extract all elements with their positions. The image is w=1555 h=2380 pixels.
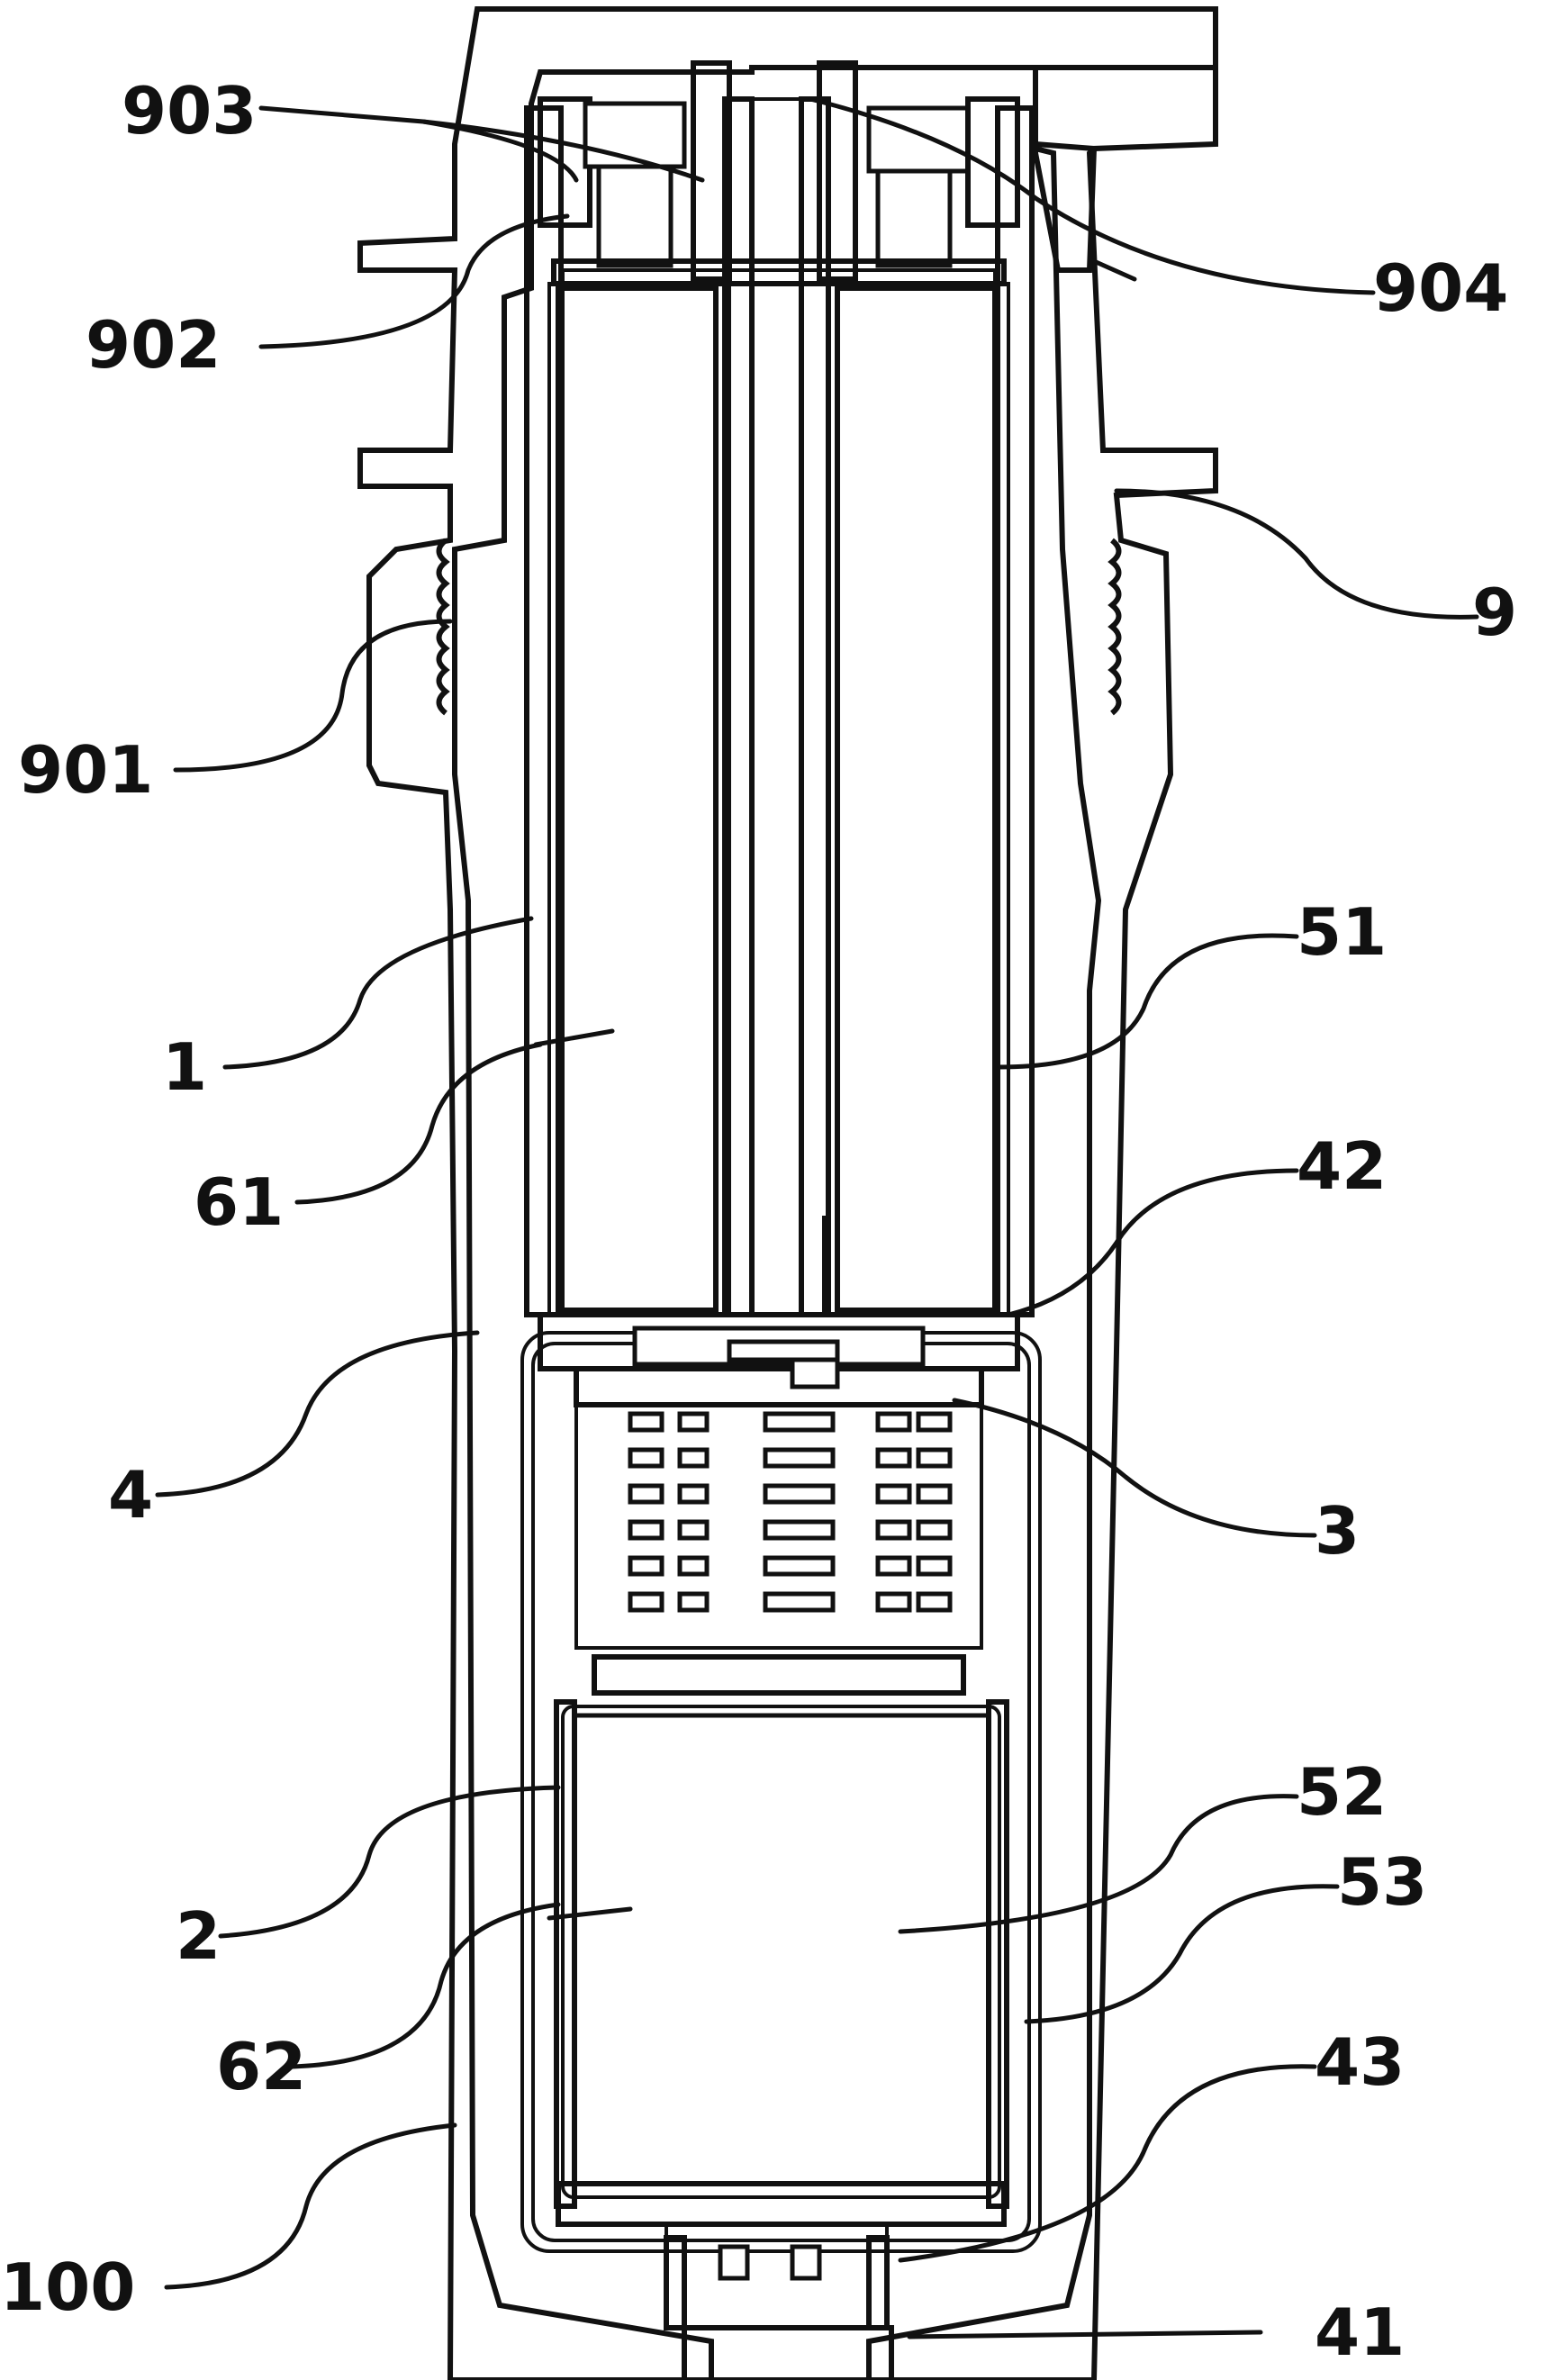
leader-903b	[420, 119, 705, 183]
label-61: 61	[194, 1164, 284, 1240]
leader-4	[155, 1330, 480, 1498]
leader-62	[290, 1902, 561, 2069]
leader-2	[218, 1785, 561, 1939]
label-100: 100	[0, 2249, 135, 2325]
leader-42	[1006, 1168, 1299, 1317]
slot-column-left	[628, 1411, 710, 1613]
slot-column-right	[875, 1411, 953, 1613]
label-43: 43	[1315, 2024, 1405, 2100]
top-cap	[538, 60, 1020, 286]
leader-1b	[533, 1028, 615, 1047]
leader-43	[898, 2064, 1317, 2263]
upper-filter	[547, 282, 1010, 1317]
label-3: 3	[1315, 1493, 1360, 1569]
top-right-port	[1033, 140, 1137, 282]
middle-connector	[538, 1312, 1020, 1407]
leader-51	[997, 933, 1299, 1070]
slot-column-center	[763, 1411, 836, 1613]
label-9: 9	[1472, 575, 1517, 650]
label-901: 901	[18, 732, 153, 808]
thread-right	[1107, 538, 1122, 716]
label-1: 1	[162, 1029, 207, 1105]
label-51: 51	[1297, 894, 1387, 970]
label-52: 52	[1297, 1754, 1387, 1830]
leader-100	[164, 2122, 457, 2290]
label-62: 62	[216, 2029, 306, 2104]
leader-53	[1024, 1884, 1340, 2024]
leader-9	[1114, 488, 1479, 620]
label-53: 53	[1337, 1844, 1427, 1920]
lower-filter	[554, 1699, 1009, 2227]
leader-61	[294, 1042, 543, 1205]
leader-904	[808, 96, 1376, 295]
leader-2b	[547, 1906, 633, 1921]
leader-1	[222, 916, 534, 1070]
label-4: 4	[108, 1457, 153, 1533]
leader-3	[952, 1398, 1317, 1538]
label-2: 2	[176, 1898, 221, 1974]
slotted-element	[574, 1403, 983, 1696]
label-904: 904	[1373, 250, 1508, 326]
leader-41	[907, 2330, 1263, 2339]
label-902: 902	[86, 307, 221, 383]
leader-lines	[155, 96, 1479, 2339]
bottom-outlet	[664, 2222, 890, 2330]
label-903: 903	[122, 73, 257, 149]
thread-left	[436, 538, 450, 716]
leader-52	[898, 1794, 1299, 1934]
label-41: 41	[1315, 2294, 1405, 2370]
label-42: 42	[1297, 1128, 1387, 1204]
leader-901	[173, 619, 453, 773]
leader-902	[258, 213, 570, 349]
reference-labels: 903 902 904 9 901 51 1 61 42 4 3 52 53 2…	[0, 73, 1517, 2370]
